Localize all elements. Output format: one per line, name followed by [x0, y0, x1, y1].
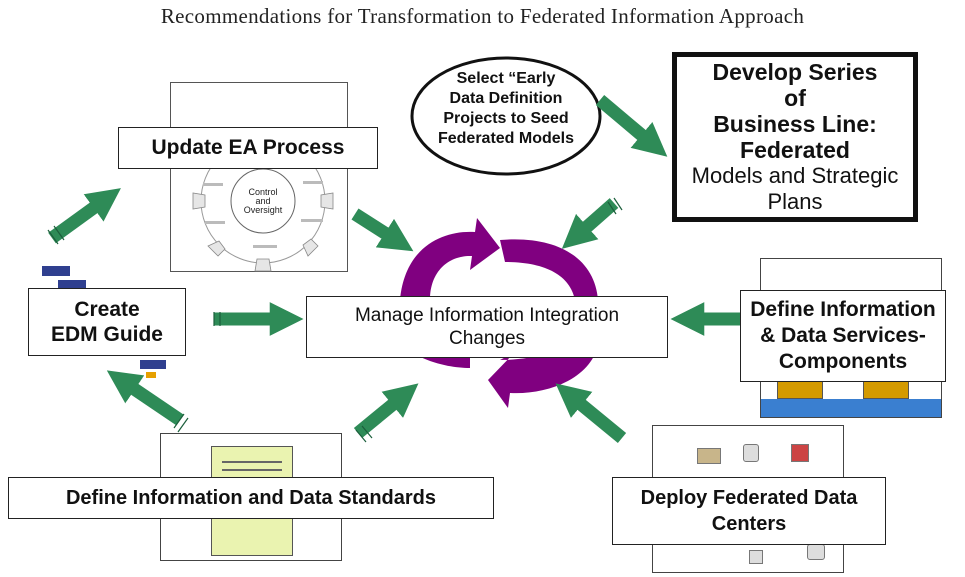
- deploy-thumb-db-3: [807, 544, 825, 560]
- develop-line-5: Models and Strategic: [691, 163, 899, 188]
- deploy-thumb-icon-2: [791, 444, 809, 462]
- deploy-thumb-db-1: [743, 444, 759, 462]
- develop-line-6: Plans: [767, 189, 823, 214]
- services-thumb-chip-2: [863, 381, 909, 399]
- deploy-line-2: Centers: [711, 513, 787, 535]
- select-early-line-3: Projects to Seed: [443, 110, 568, 127]
- thumb-center-label-1: Control: [248, 187, 277, 197]
- select-early-line-1: Select “Early: [457, 70, 556, 87]
- deploy-line-1: Deploy Federated Data: [640, 487, 858, 509]
- arrow-standards-to-manage: [353, 383, 419, 439]
- deploy-centers-box: Deploy Federated Data Centers: [612, 477, 886, 545]
- services-thumb-chip-1: [777, 381, 823, 399]
- define-info-line-2: & Data Services-: [760, 324, 926, 347]
- ea-wheel-graphic: Control and Oversight: [192, 130, 334, 272]
- ea-process-thumbnail: Control and Oversight: [170, 82, 348, 272]
- manage-line-2: Changes: [448, 328, 526, 349]
- define-info-services-box: Define Information & Data Services- Comp…: [740, 290, 946, 382]
- manage-integration-box: Manage Information Integration Changes: [306, 296, 668, 358]
- define-info-line-3: Components: [778, 350, 908, 373]
- update-ea-process-label: Update EA Process: [151, 136, 345, 159]
- develop-line-1: Develop Series: [712, 59, 878, 85]
- arrow-standards-to-edm: [106, 370, 184, 426]
- develop-line-4: Federated: [740, 137, 850, 163]
- define-standards-box: Define Information and Data Standards: [8, 477, 494, 519]
- create-edm-line-1: Create: [74, 298, 140, 321]
- arrow-select-to-develop: [595, 95, 668, 157]
- edm-chip-4: [146, 372, 156, 378]
- thumb-center-label-2: and: [255, 196, 270, 206]
- arrow-deploy-to-manage: [555, 383, 627, 444]
- thumb-center-label-3: Oversight: [244, 205, 283, 215]
- cycle-arrow-top-right: [500, 239, 598, 300]
- select-early-line-4: Federated Models: [438, 130, 574, 147]
- update-ea-process-box: Update EA Process: [118, 127, 378, 169]
- edm-chip-1: [42, 266, 70, 276]
- arrow-edm-to-ea: [48, 188, 121, 244]
- edm-chip-2: [58, 280, 86, 290]
- deploy-thumb-icon-1: [697, 448, 721, 464]
- services-thumb-bar: [761, 399, 941, 417]
- define-standards-label: Define Information and Data Standards: [65, 486, 437, 509]
- deploy-thumb-db-2: [749, 550, 763, 564]
- select-early-ellipse: Select “Early Data Definition Projects t…: [410, 56, 602, 176]
- create-edm-line-2: EDM Guide: [50, 323, 163, 346]
- arrow-develop-to-manage: [561, 198, 619, 249]
- create-edm-guide-box: Create EDM Guide: [28, 288, 186, 356]
- develop-line-3: Business Line:: [713, 111, 877, 137]
- develop-series-box: Develop Series of Business Line: Federat…: [672, 52, 918, 222]
- define-info-line-1: Define Information: [750, 298, 936, 321]
- edm-chip-3: [140, 360, 166, 369]
- arrow-ea-to-manage: [351, 208, 414, 252]
- diagram-title: Recommendations for Transformation to Fe…: [160, 4, 805, 28]
- manage-line-1: Manage Information Integration: [354, 305, 620, 326]
- select-early-line-2: Data Definition: [450, 90, 563, 107]
- develop-line-2: of: [784, 85, 806, 111]
- cycle-arrow-top-left: [400, 218, 500, 300]
